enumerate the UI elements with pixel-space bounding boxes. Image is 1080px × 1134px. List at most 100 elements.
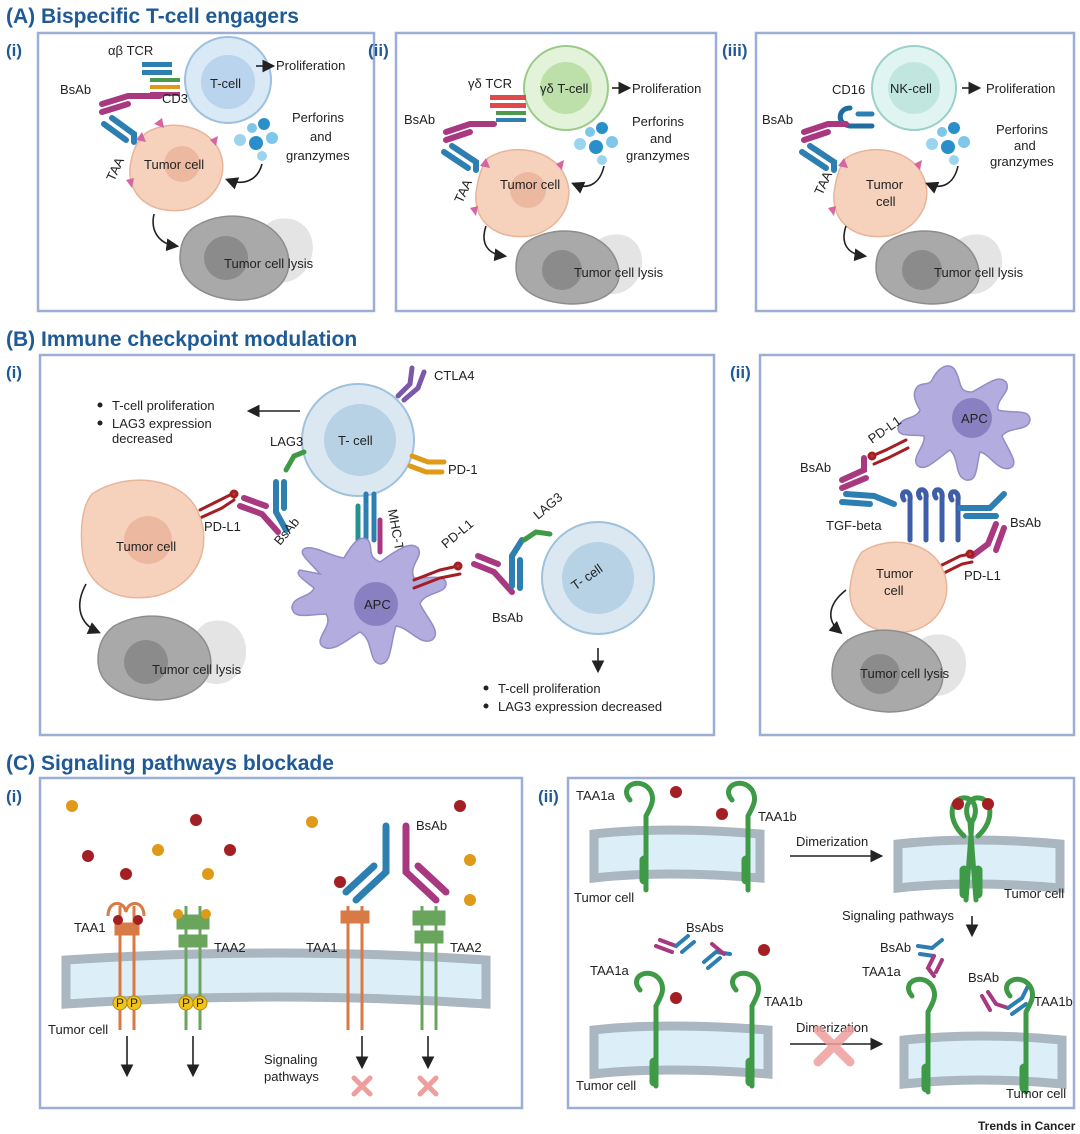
perforins-label-a-ii: Perforins (632, 114, 685, 129)
panel-c-i-label: (i) (6, 787, 22, 806)
p-label: P (196, 996, 204, 1010)
arrow-lysis-b-i (78, 583, 101, 634)
ligand-bound (133, 915, 143, 925)
tumor-label-a-ii: Tumor cell (500, 177, 560, 192)
bsab-label-a-iii: BsAb (762, 112, 793, 127)
lysis-label-a-i: Tumor cell lysis (224, 256, 314, 271)
apc-label-b-i: APC (364, 597, 391, 612)
bsab-b-i-right (471, 537, 525, 595)
taa2-label-c-i-right: TAA2 (450, 940, 482, 955)
taa1-label-c-i-left: TAA1 (74, 920, 106, 935)
tcr-complex-a-i (142, 62, 180, 96)
cell-label-b-ii: cell (884, 583, 904, 598)
blocked-x-icon (351, 1075, 439, 1097)
bsab-c-ii-2 (980, 984, 1030, 1016)
p-label: P (116, 996, 124, 1010)
tumor-label-c-ii-d: Tumor cell (1006, 1086, 1066, 1101)
granules-a-ii (574, 122, 618, 165)
tcell-a-i (184, 36, 272, 124)
panel-c-ii-label: (ii) (538, 787, 559, 806)
bsab-label-b-ii-left: BsAb (800, 460, 831, 475)
phospho-sites (112, 995, 208, 1011)
cell-label-a-iii: cell (876, 194, 896, 209)
bsab-b-i-left (237, 479, 289, 535)
granzymes-label-a-i: granzymes (286, 148, 350, 163)
cd3-label: CD3 (162, 91, 188, 106)
section-c-title: (C) Signaling pathways blockade (6, 752, 334, 775)
bsab-label-c-ii-2: BsAb (968, 970, 999, 985)
ligands-c-i (66, 800, 476, 906)
taa2-label-c-i-left: TAA2 (214, 940, 246, 955)
taa1a-label-bottom: TAA1a (590, 963, 630, 978)
panel-b-ii-label: (ii) (730, 363, 751, 382)
section-b-title: (B) Immune checkpoint modulation (6, 328, 357, 351)
bsabs-label: BsAbs (686, 920, 724, 935)
tumor-label-b-i: Tumor cell (116, 539, 176, 554)
membrane-c-ii-1 (589, 825, 765, 884)
bullet-lag3a-b-i: LAG3 expression (112, 416, 212, 431)
taa1a-receptor-top (624, 780, 655, 893)
bsab-label-c-ii-1: BsAb (880, 940, 911, 955)
ligand (670, 992, 682, 1004)
pd1-receptor (407, 453, 447, 475)
bullet-lag3-b-i-right: LAG3 expression decreased (498, 699, 662, 714)
proliferation-label-a-iii: Proliferation (986, 81, 1055, 96)
granzymes-label-a-ii: granzymes (626, 148, 690, 163)
arrow-granule-to-tumor-a-i (225, 163, 263, 190)
tumor-cell-a-ii (470, 149, 570, 238)
panel-a-i-label: (i) (6, 41, 22, 60)
and-label-a-iii: and (1014, 138, 1036, 153)
lag3-label-b-i: LAG3 (270, 434, 303, 449)
tumor-label-c-i: Tumor cell (48, 1022, 108, 1037)
dimerized-receptor (949, 795, 993, 903)
lysed-cell-b-i (97, 615, 247, 701)
arrow-lysis-a-iii (843, 225, 868, 262)
ligand-bound (952, 798, 964, 810)
tumor-label-a-i: Tumor cell (144, 157, 204, 172)
p-label: P (182, 996, 190, 1010)
bsab-a-iii (799, 121, 849, 173)
arrow-lysis-b-ii (828, 589, 847, 635)
taa1b-label-bottom: TAA1b (764, 994, 803, 1009)
perforins-label-a-iii: Perforins (996, 122, 1049, 137)
pathways-label-c-i: pathways (264, 1069, 319, 1084)
bsab-label-b-i-right: BsAb (492, 610, 523, 625)
tumor-cell-b-i (80, 479, 205, 599)
bsab-label-c-i: BsAb (416, 818, 447, 833)
lysed-cell-a-i (179, 215, 313, 301)
bsab-a-ii (441, 121, 497, 173)
bullet-dot (483, 685, 489, 691)
bsab-b-ii-left (839, 455, 897, 507)
pdl1-tumor-b-ii (938, 549, 975, 576)
bsab-c-ii-1 (916, 938, 944, 978)
bullet-prolif-b-i-right: T-cell proliferation (498, 681, 601, 696)
ligand-bound (173, 909, 183, 919)
pdl1-tumor-b-i (198, 489, 239, 520)
taa1b-receptor-top (726, 780, 757, 893)
taa2-receptor-blocked (412, 906, 446, 1030)
ligand-bound (113, 915, 123, 925)
tcr-complex-a-ii (490, 95, 526, 122)
bsab-label-a-i: BsAb (60, 82, 91, 97)
panel-a-ii-label: (ii) (368, 41, 389, 60)
taa1b-receptor-bsab-bound (1004, 976, 1035, 1095)
signaling-pathways-label: Signaling pathways (842, 908, 955, 923)
gd-tcr-label: γδ TCR (468, 76, 512, 91)
proliferation-label-a-i: Proliferation (276, 58, 345, 73)
perforins-label-a-i: Perforins (292, 110, 345, 125)
ctla4-label: CTLA4 (434, 368, 474, 383)
p-label: P (130, 996, 138, 1010)
gd-tcell-a-ii (523, 45, 609, 131)
bullet-dot (97, 420, 103, 426)
cd16-label: CD16 (832, 82, 865, 97)
ab-tcr-label: αβ TCR (108, 43, 153, 58)
bsab-c-i (342, 822, 450, 904)
apc-b-ii (897, 365, 1031, 481)
taa2-receptor-dimer (176, 906, 210, 1030)
and-label-a-ii: and (650, 131, 672, 146)
tumor-cell-b-ii (849, 541, 948, 634)
ligand (670, 786, 682, 798)
lysis-label-a-iii: Tumor cell lysis (934, 265, 1024, 280)
tcell-b-i (301, 383, 415, 497)
nk-cell-a-iii (871, 45, 957, 131)
